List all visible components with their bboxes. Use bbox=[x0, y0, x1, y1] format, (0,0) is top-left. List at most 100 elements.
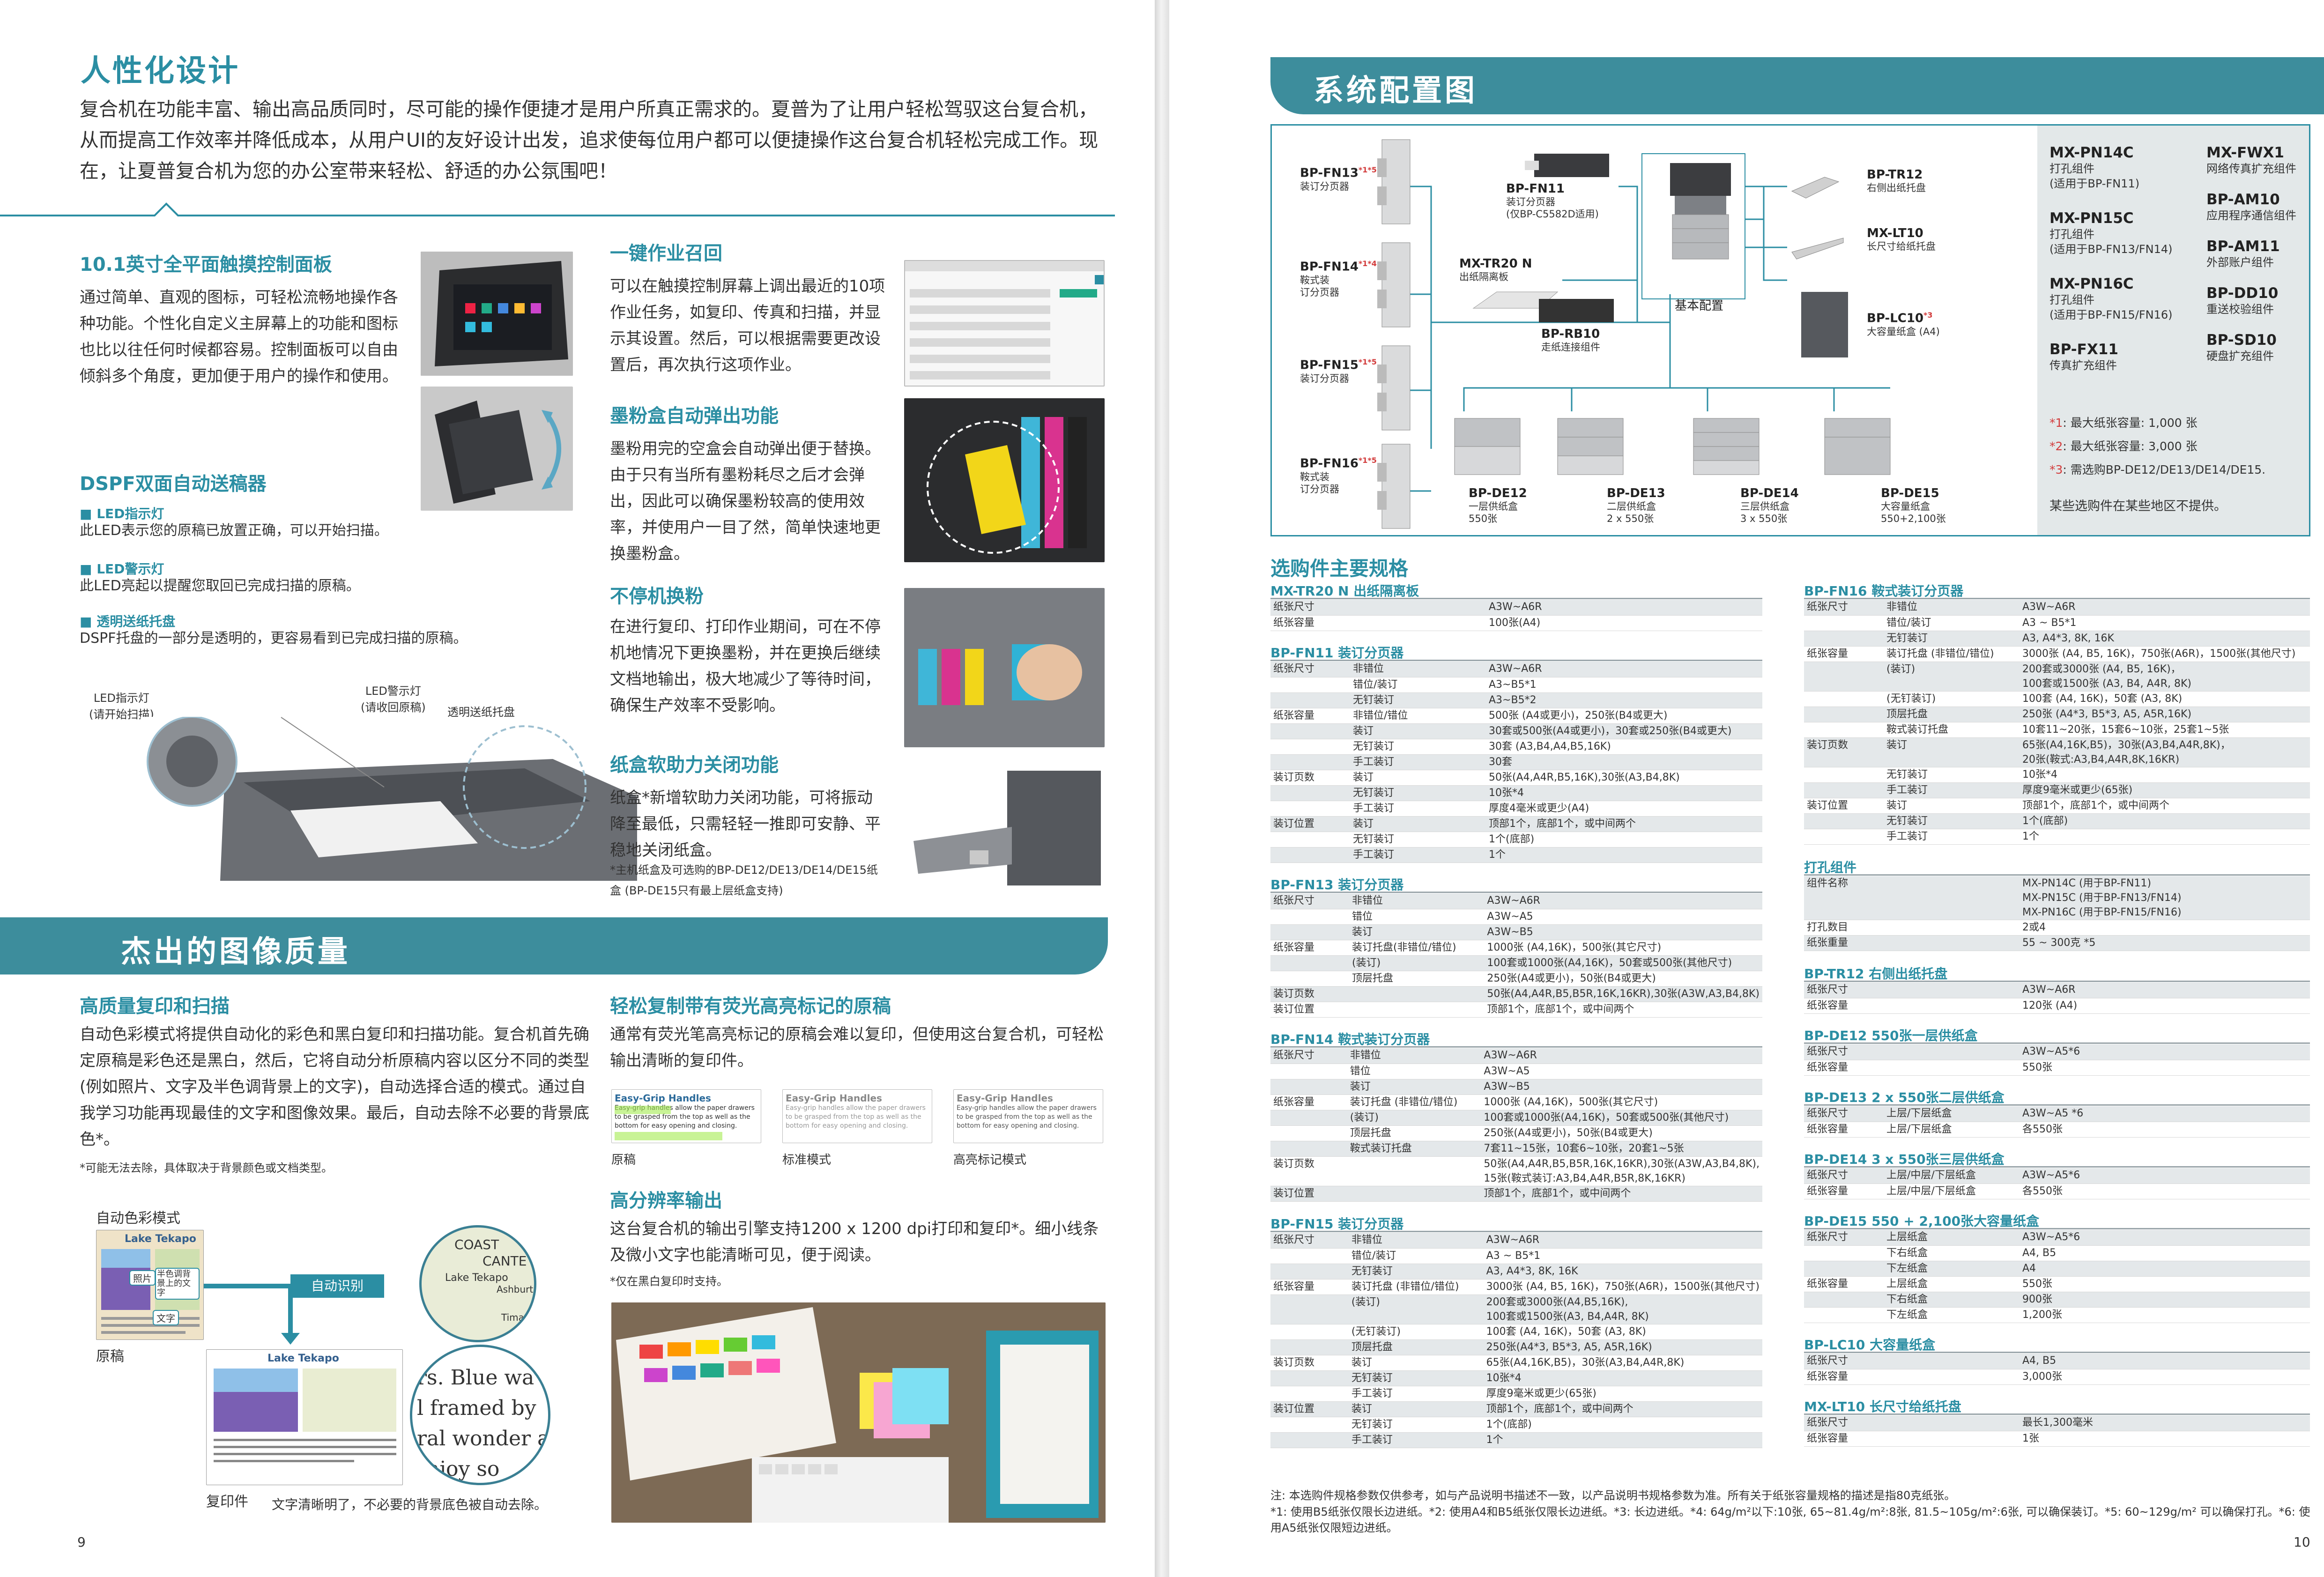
spec-cell: 下右纸盒 bbox=[1884, 1292, 2020, 1308]
spec-cell: 1,200张 bbox=[2020, 1307, 2310, 1323]
spec-cell: 纸张容量 bbox=[1270, 615, 1350, 631]
fn15-desc: 装订分页器 bbox=[1300, 372, 1349, 384]
nonstop-title: 不停机换粉 bbox=[610, 586, 704, 607]
spec-cell: 55 ~ 300克 *5 bbox=[2020, 935, 2310, 951]
callout-tray: 透明送纸托盘 bbox=[447, 706, 515, 719]
toner-replace-photo bbox=[904, 588, 1105, 747]
footnote-2: *1: 使用B5纸张仅限长边进纸。*2: 使用A4和B5纸张仅限长边进纸。*3:… bbox=[1270, 1505, 2310, 1534]
base-config-label: 基本配置 bbox=[1675, 299, 1724, 313]
softclose-text: 纸盒*新增软助力关闭功能，可将振动降至最低，只需轻轻一推即可安静、平稳地关闭纸盒… bbox=[610, 788, 881, 860]
spec-cell: A4 bbox=[2020, 1261, 2310, 1277]
lc10-image bbox=[1801, 292, 1848, 357]
nonstop-text: 在进行复印、打印作业期间，可在不停机地情况下更换墨粉，并在更换后继续文档地输出，… bbox=[610, 617, 881, 715]
spec-cell bbox=[1270, 924, 1349, 940]
sample-label-highlight: 高亮标记模式 bbox=[953, 1153, 1027, 1167]
spec-section-rule bbox=[1804, 981, 2310, 982]
spec-cell: 100张(A4) bbox=[1486, 615, 1762, 631]
spec-cell: 装订 bbox=[1884, 737, 2020, 767]
callout-warn: LED警示灯 (请收回原稿) bbox=[361, 684, 426, 714]
spec-cell bbox=[1884, 935, 2020, 951]
spec-row: (装订)100套或1000张(A4,16K)，50套或500张(其他尺寸) bbox=[1270, 1110, 1762, 1126]
spec-row: 纸张重量 55 ~ 300克 *5 bbox=[1804, 935, 2310, 951]
spec-cell: 纸张容量 bbox=[1270, 940, 1349, 956]
dspf-led-text: 此LED表示您的原稿已放置正确，可以开始扫描。 bbox=[80, 522, 388, 539]
spec-cell: 无钉装订 bbox=[1350, 785, 1486, 801]
spec-cell bbox=[1270, 1125, 1347, 1141]
softclose-note: *主机纸盒及可选购的BP-DE12/DE13/DE14/DE15纸盒 (BP-D… bbox=[610, 863, 878, 897]
spec-cell bbox=[1347, 1186, 1481, 1202]
de14-image bbox=[1693, 418, 1760, 475]
de15-name: BP-DE15 bbox=[1881, 486, 1939, 500]
hq-note: *可能无法去除，具体取决于背景颜色或文档类型。 bbox=[80, 1161, 333, 1175]
spec-cell bbox=[1804, 767, 1884, 783]
spec-cell bbox=[1804, 1292, 1884, 1308]
spec-cell bbox=[1270, 1432, 1349, 1448]
spec-cell: 顶部1个，底部1个，或中间两个 bbox=[1486, 816, 1762, 832]
spec-cell: 错位/装订 bbox=[1350, 677, 1486, 693]
zoom-line4: njoy so bbox=[426, 1457, 500, 1481]
spec-cell: 250张(A4*3, B5*3, A5, A5R,16K) bbox=[1483, 1339, 1762, 1355]
spec-section-title: BP-FN14 鞍式装订分页器 bbox=[1270, 1032, 1430, 1047]
dspf-warn-head: ■ LED警示灯 bbox=[80, 561, 164, 577]
diagram-note-2: *2: 最大纸张容量: 3,000 张 bbox=[2049, 439, 2198, 453]
spec-row: 装订位置顶部1个，底部1个，或中间两个 bbox=[1270, 1186, 1762, 1202]
spec-cell: 组件名称 bbox=[1804, 876, 1884, 920]
zoom-map: COAST CANTE Lake Tekapo Ashburt Timaru bbox=[419, 1225, 536, 1342]
spec-cell: A3W~A6R bbox=[2020, 600, 2310, 616]
spec-cell: 1个(底部) bbox=[1483, 1417, 1762, 1433]
tag-photo: 照片 bbox=[129, 1270, 156, 1286]
spec-cell bbox=[1804, 691, 1884, 707]
diagram-note-3: *3: 需选购BP-DE12/DE13/DE14/DE15. bbox=[2049, 463, 2266, 476]
resolution-text: 这台复合机的输出引擎支持1200 x 1200 dpi打印和复印*。细小线条及微… bbox=[610, 1220, 1099, 1265]
spec-cell: 装订 bbox=[1348, 1355, 1484, 1371]
spec-row: 纸张容量装订托盘 (非错位/错位)3000张 (A4, B5, 16K)，750… bbox=[1270, 1279, 1762, 1295]
spec-cell: (无钉装订) bbox=[1884, 691, 2020, 707]
spec-cell: 纸张尺寸 bbox=[1270, 600, 1350, 616]
spec-cell: 纸张重量 bbox=[1804, 935, 1884, 951]
control-panel-photo bbox=[421, 252, 573, 376]
spec-cell bbox=[1270, 723, 1350, 739]
copy-caption: 文字清晰明了，不必要的背景底色被自动去除。 bbox=[272, 1497, 548, 1512]
spec-cell: 下左纸盒 bbox=[1884, 1307, 2020, 1323]
spec-row: 纸张容量装订托盘(非错位/错位)1000张 (A4,16K)，500张(其它尺寸… bbox=[1270, 940, 1762, 956]
spec-cell: 装订位置 bbox=[1270, 1401, 1349, 1417]
spec-cell bbox=[1804, 813, 1884, 829]
spec-cell bbox=[1270, 832, 1350, 848]
spec-cell: 550张 bbox=[2020, 1060, 2310, 1076]
spec-cell: 纸张尺寸 bbox=[1804, 982, 1884, 998]
rb10-desc: 走纸连接组件 bbox=[1541, 342, 1600, 353]
de12-desc: 一层供纸盒 550张 bbox=[1469, 501, 1518, 524]
map-ash: Ashburt bbox=[497, 1284, 534, 1295]
zoom-text: rs. Blue wa l framed by ral wonder a njo… bbox=[410, 1345, 550, 1485]
auto-detect-arrow bbox=[204, 1284, 300, 1345]
spec-cell: 1个 bbox=[1486, 847, 1762, 863]
spec-cell: A3W~A5 bbox=[1481, 1064, 1762, 1079]
lt10-name: MX-LT10 bbox=[1867, 226, 1923, 240]
fn13-image bbox=[1377, 139, 1411, 224]
de12-name: BP-DE12 bbox=[1469, 486, 1527, 500]
spec-cell: A4, B5 bbox=[2020, 1354, 2310, 1369]
sample-original: Easy-Grip Handles Easy-grip handles allo… bbox=[611, 1089, 761, 1143]
map-coast: COAST bbox=[454, 1237, 499, 1252]
print-samples-photo bbox=[611, 1302, 1106, 1523]
spec-cell: 非错位 bbox=[1350, 662, 1486, 677]
fn14-image bbox=[1377, 242, 1411, 327]
section-title-humanized: 人性化设计 bbox=[81, 54, 240, 89]
spec-cell bbox=[1884, 1415, 2020, 1431]
spec-cell: 非错位 bbox=[1348, 1233, 1484, 1249]
spec-cell: 顶层托盘 bbox=[1347, 1125, 1481, 1141]
spec-cell bbox=[1884, 1354, 2020, 1369]
